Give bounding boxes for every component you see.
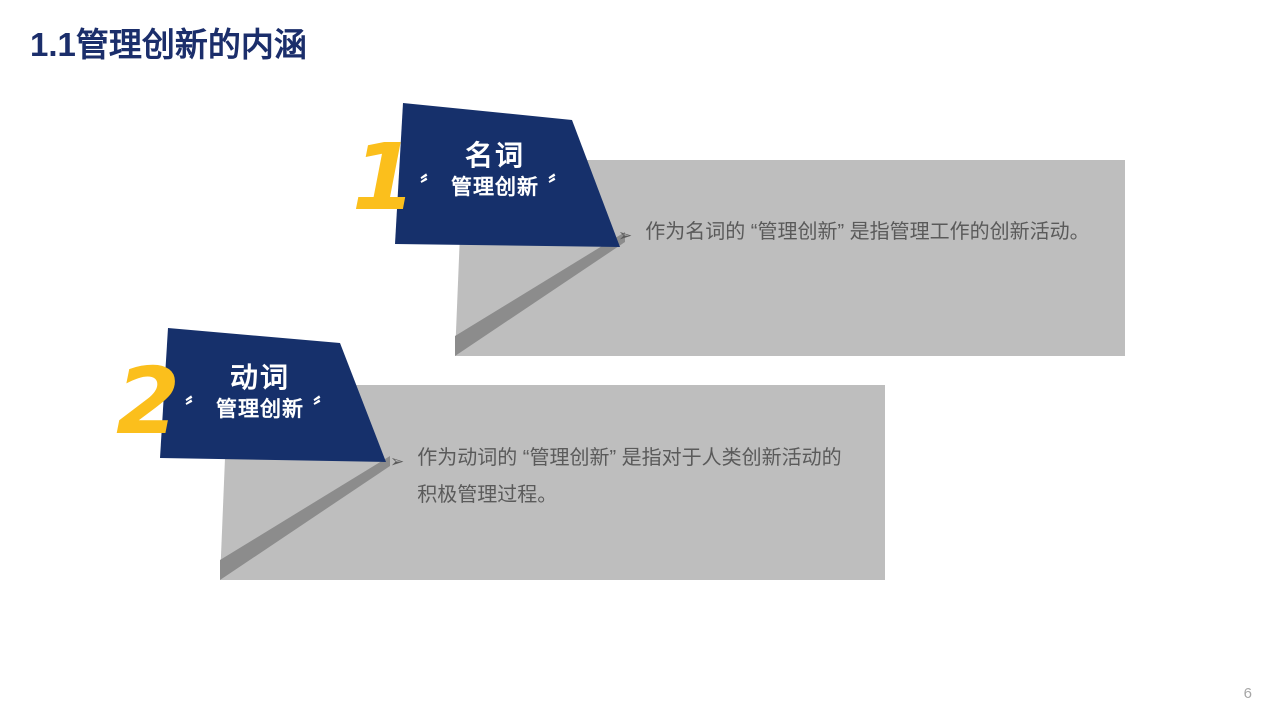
- page-title: 1.1管理创新的内涵: [30, 26, 307, 63]
- card-1-bullet-arrow-icon: ➢: [618, 226, 633, 245]
- card-2-subheading: 管理创新: [216, 398, 304, 422]
- card-2-quote-open-icon: 〞: [185, 396, 207, 420]
- card-1-heading: 名词: [464, 140, 525, 171]
- card-2-heading-block: 动词 〞管理创新〞: [165, 362, 355, 422]
- card-1-body-text: 作为名词的 “管理创新” 是指管理工作的创新活动。: [645, 221, 1090, 243]
- page-number: 6: [1243, 685, 1252, 702]
- card-2-body-text: 作为动词的 “管理创新” 是指对于人类创新活动的积极管理过程。: [417, 447, 842, 506]
- card-1-subheading-row: 〞管理创新〞: [400, 174, 590, 200]
- card-2-bullet-arrow-icon: ➢: [390, 452, 405, 471]
- card-2-quote-close-icon: 〞: [313, 396, 335, 420]
- card-1-number: 1: [352, 124, 416, 231]
- card-1-quote-open-icon: 〞: [420, 174, 442, 198]
- card-2-body-block: ➢ 作为动词的 “管理创新” 是指对于人类创新活动的积极管理过程。: [390, 440, 860, 514]
- card-1-quote-close-icon: 〞: [548, 174, 570, 198]
- card-2-subheading-row: 〞管理创新〞: [165, 396, 355, 422]
- card-1-subheading: 管理创新: [451, 176, 539, 200]
- card-2-number: 2: [116, 348, 180, 455]
- card-1-heading-block: 名词 〞管理创新〞: [400, 140, 590, 200]
- card-2-heading: 动词: [229, 362, 290, 393]
- card-1-body-block: ➢ 作为名词的 “管理创新” 是指管理工作的创新活动。: [618, 214, 1098, 251]
